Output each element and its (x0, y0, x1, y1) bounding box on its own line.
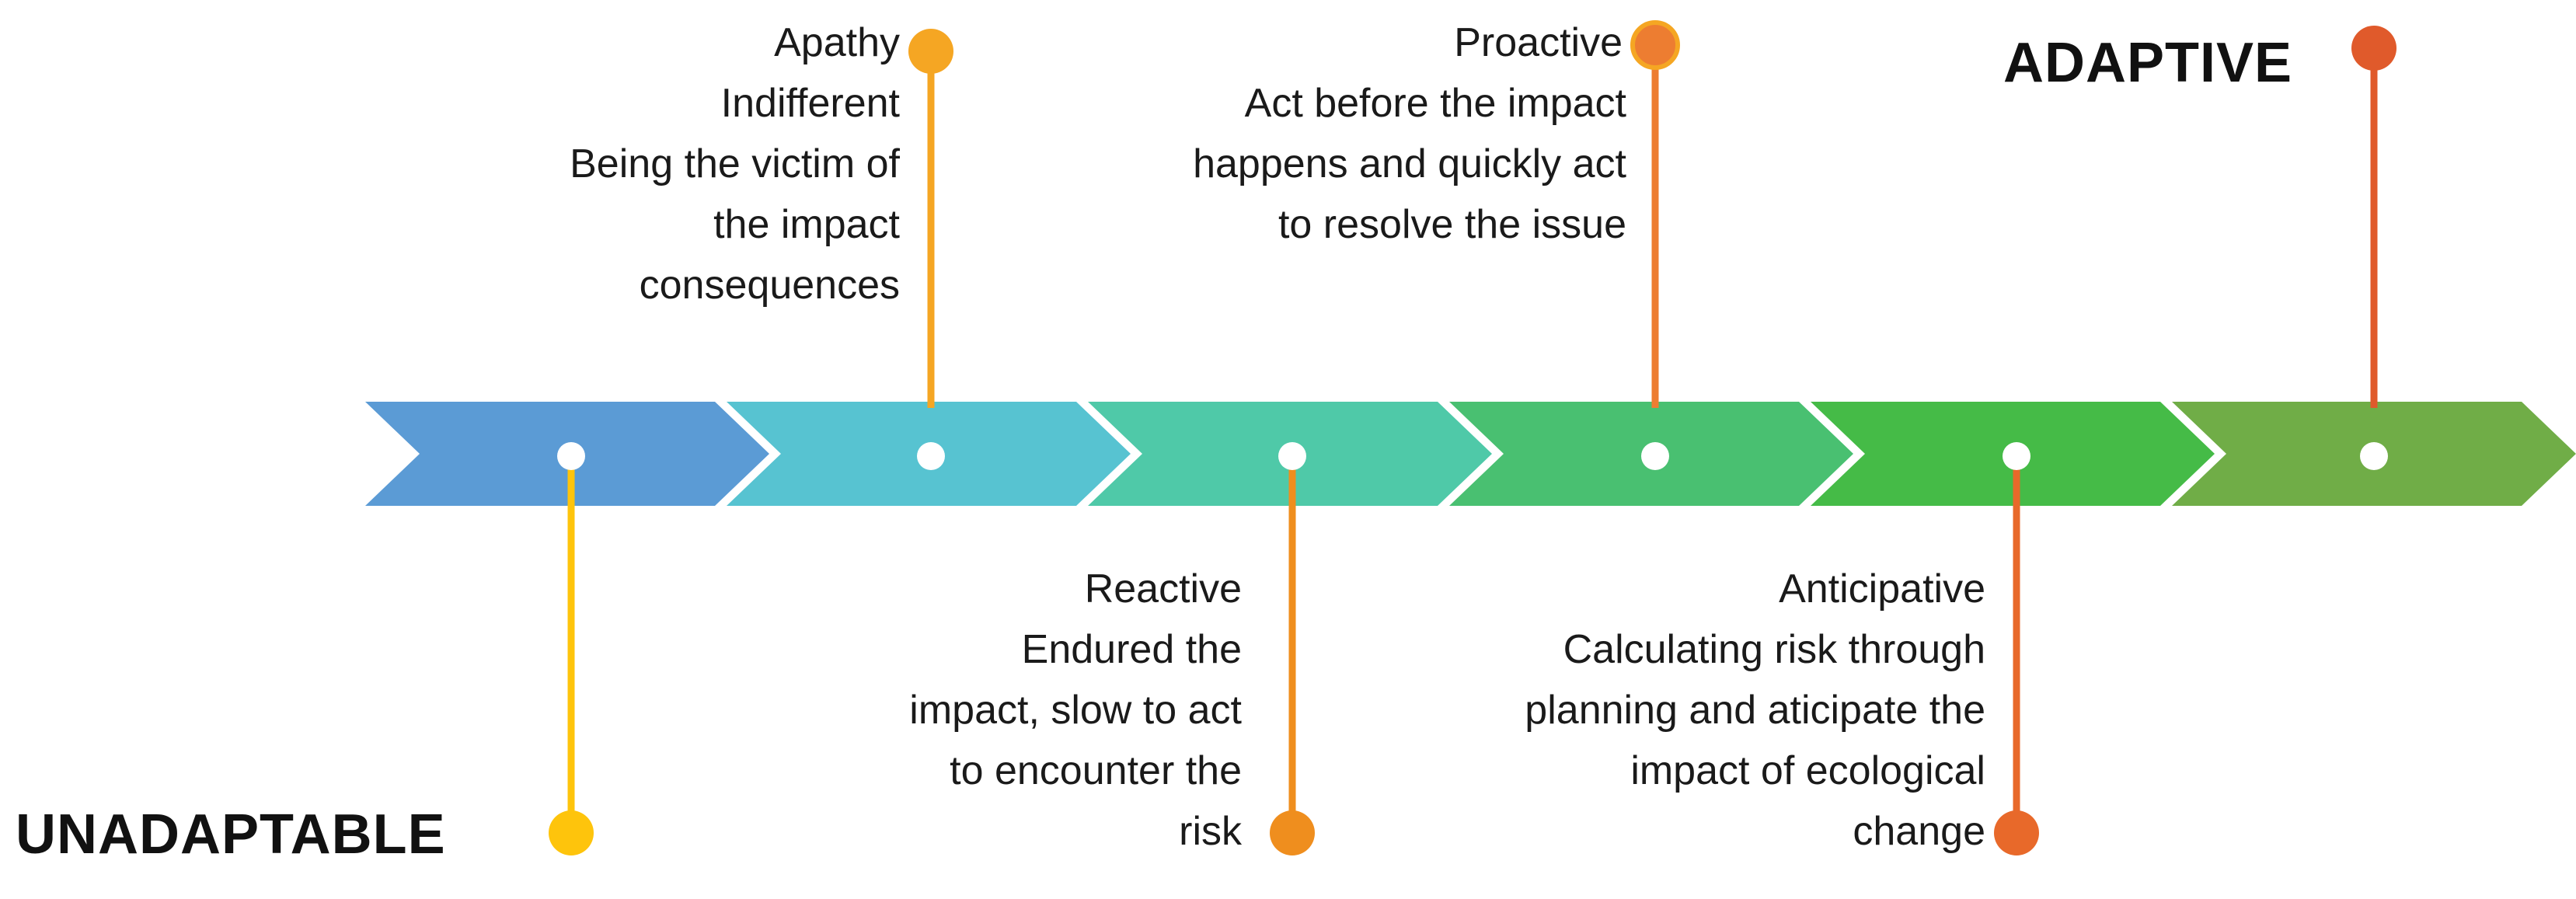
stage-title: Proactive (1454, 20, 1623, 65)
stage-line: risk (1179, 809, 1243, 854)
dot-adaptive (2351, 26, 2396, 71)
stage-line: Being the victim of (570, 141, 900, 186)
stage-line: happens and quickly act (1193, 141, 1626, 186)
connector-stems (567, 47, 2378, 831)
stage-reactive: Reactive Endured the impact, slow to act… (909, 566, 1243, 854)
arrow-node-4 (1641, 442, 1669, 470)
label-unadaptable: UNADAPTABLE (16, 803, 446, 866)
stage-title: Anticipative (1779, 566, 1985, 612)
stage-apathy: Apathy Indifferent Being the victim of t… (570, 20, 900, 308)
dot-apathy (908, 29, 953, 74)
stage-title: Reactive (1085, 566, 1242, 612)
stage-title: Apathy (774, 20, 900, 65)
stage-line: impact, slow to act (909, 688, 1242, 733)
stage-line: Calculating risk through (1563, 627, 1985, 672)
arrow-node-6 (2360, 442, 2388, 470)
stage-line: consequences (640, 263, 900, 308)
arrow-nodes (557, 442, 2388, 470)
stage-line: change (1853, 809, 1985, 854)
arrow-node-1 (557, 442, 585, 470)
stage-line: Act before the impact (1245, 81, 1627, 126)
stage-line: Endured the (1022, 627, 1242, 672)
stage-line: to encounter the (950, 748, 1242, 793)
stage-line: planning and aticipate the (1525, 688, 1985, 733)
label-adaptive: ADAPTIVE (2003, 32, 2292, 94)
stage-line: impact of ecological (1630, 748, 1985, 793)
dot-reactive (1270, 810, 1315, 855)
stage-anticipative: Anticipative Calculating risk through pl… (1525, 566, 1985, 854)
dot-unadaptable (549, 810, 594, 855)
endpoint-dots (549, 20, 2396, 855)
dot-anticipative (1994, 810, 2039, 855)
dot-proactive (1630, 20, 1680, 70)
arrow-node-3 (1278, 442, 1306, 470)
timeline-arrow (365, 402, 2576, 506)
stage-line: to resolve the issue (1278, 202, 1626, 247)
arrow-node-2 (917, 442, 945, 470)
stage-line: Indifferent (721, 81, 901, 126)
arrow-node-5 (2003, 442, 2030, 470)
stage-line: the impact (713, 202, 900, 247)
stage-proactive: Proactive Act before the impact happens … (1193, 20, 1626, 247)
